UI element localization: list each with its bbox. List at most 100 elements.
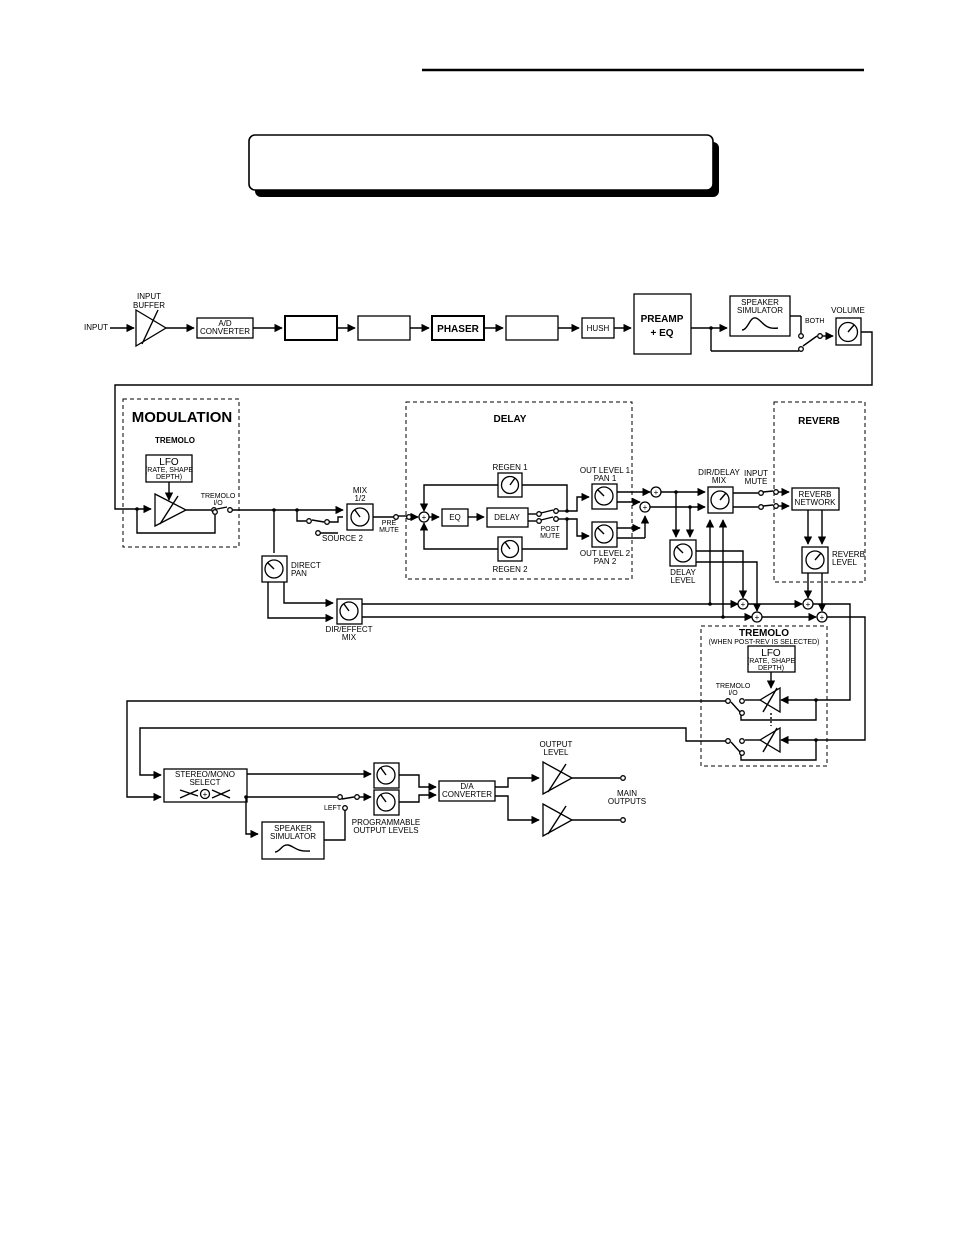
svg-text:LFO: LFO [159,457,179,468]
ad-converter-block: A/D CONVERTER [196,317,254,339]
stereo-mono-select-block: STEREO/MONO SELECT + [163,768,248,803]
eq-block: EQ [441,508,469,527]
svg-text:+ EQ: + EQ [650,328,673,339]
svg-text:DEPTH): DEPTH) [156,474,182,481]
main-outputs-label-2: OUTPUTS [608,797,646,806]
dir-delay-mix-label-2: MIX [712,476,727,485]
svg-text:+: + [422,513,427,522]
out-level1-knob [591,483,618,510]
output-level-knob-1 [373,762,400,789]
reverb-title: REVERB [798,416,840,427]
mix-label-1: MIX [353,486,368,495]
pre-mute-label-2: MUTE [379,527,399,534]
svg-text:DELAY: DELAY [494,513,520,522]
svg-text:SPEAKER: SPEAKER [274,824,312,833]
output-amp-2-icon [542,802,574,838]
regen2-knob [497,536,523,562]
tremolo-io-post-label-1: TREMOLO [716,683,751,690]
reverb-level-knob [801,546,829,574]
hush-block: HUSH [581,317,615,339]
post-mute-label-1: POST [540,526,560,533]
regen2-label: REGEN 2 [492,565,528,574]
svg-text:SIMULATOR: SIMULATOR [737,306,783,315]
tremolo-post-amp-1-icon [758,686,781,714]
source2-label: SOURCE 2 [322,534,363,543]
svg-text:NETWORK: NETWORK [795,498,837,507]
input-mute-label-1: INPUT [744,469,768,478]
tremolo-io-label-1: TREMOLO [201,493,236,500]
speaker-simulator-bottom-block: SPEAKER SIMULATOR [261,821,325,860]
post-mute-label-2: MUTE [540,533,560,540]
dir-effect-mix-label-1: DIR/EFFECT [325,625,372,634]
input-mute-label-2: MUTE [745,477,768,486]
svg-text:EQ: EQ [449,513,461,522]
delay-block: DELAY [486,507,529,528]
tremolo-post-amp-2-icon [758,726,781,754]
svg-text:+: + [741,600,746,609]
input-buffer-label-2: BUFFER [133,301,165,310]
title-box [248,134,719,197]
svg-text:SPEAKER: SPEAKER [741,298,779,307]
programmable-label-2: OUTPUT LEVELS [353,826,418,835]
svg-text:PREAMP: PREAMP [641,314,684,325]
svg-text:REVERB: REVERB [799,490,832,499]
svg-text:+: + [806,600,811,609]
tremolo-post-title: TREMOLO [739,628,789,639]
svg-text:(RATE, SHAPE: (RATE, SHAPE [747,658,795,665]
input-buffer-label-1: INPUT [137,292,161,301]
tremolo-mod-label: TREMOLO [155,436,195,445]
svg-text:DEPTH): DEPTH) [758,665,784,672]
input-buffer-amp-icon [135,308,168,348]
tremolo-io-label-2: I/O [213,500,223,507]
svg-text:+: + [654,488,659,497]
main-outputs-label-1: MAIN [617,789,637,798]
svg-text:D/A: D/A [460,782,474,791]
pre-mute-label-1: PRE [382,520,397,527]
delay-level-label-2: LEVEL [671,576,696,585]
dir-effect-mix-knob [336,598,363,625]
input-label: INPUT [84,323,108,332]
reverb-network-block: REVERB NETWORK [791,487,840,511]
dir-delay-mix-label-1: DIR/DELAY [698,468,740,477]
mix-knob [346,503,374,531]
svg-text:PHASER: PHASER [437,324,479,335]
output-level-knob-2 [373,789,400,816]
volume-label: VOLUME [831,306,865,315]
tremolo-post-section [700,625,828,767]
out-level2-label-1: OUT LEVEL 2 [580,549,631,558]
reverb-level-label-1: REVERB [832,550,865,559]
dir-delay-mix-knob [707,486,734,514]
regen1-label: REGEN 1 [492,463,528,472]
svg-text:LFO: LFO [761,648,781,659]
svg-text:+: + [755,613,760,622]
lfo-mod-block: LFO (RATE, SHAPE DEPTH) [145,454,193,483]
preamp-eq-block: PREAMP + EQ [633,293,692,355]
svg-text:STEREO/MONO: STEREO/MONO [175,770,235,779]
empty-block-2 [357,315,411,341]
programmable-label-1: PROGRAMMABLE [352,818,420,827]
empty-block-3 [505,315,559,341]
out-level2-label-2: PAN 2 [594,557,617,566]
out-level1-label-1: OUT LEVEL 1 [580,466,631,475]
svg-text:+: + [203,790,208,799]
direct-pan-knob [261,555,288,583]
output-level-label-1: OUTPUT [540,740,573,749]
delay-section [405,401,633,580]
svg-text:(RATE, SHAPE: (RATE, SHAPE [145,467,193,474]
tremolo-post-subtitle: (WHEN POST-REV IS SELECTED) [709,639,820,646]
phaser-block: PHASER [431,315,485,341]
empty-block-1 [284,315,338,341]
both-label: BOTH [805,318,824,325]
direct-pan-label-1: DIRECT [291,561,321,570]
svg-text:CONVERTER: CONVERTER [442,790,492,799]
volume-knob [835,317,862,346]
mix-label-2: 1/2 [354,494,366,503]
delay-level-knob [669,539,697,567]
tremolo-io-post-label-2: I/O [728,690,738,697]
output-level-label-2: LEVEL [544,748,569,757]
speaker-simulator-top-block: SPEAKER SIMULATOR [729,295,791,337]
da-converter-block: D/A CONVERTER [438,780,496,802]
main-output-1-jack [620,775,626,781]
modulation-section [122,398,240,548]
